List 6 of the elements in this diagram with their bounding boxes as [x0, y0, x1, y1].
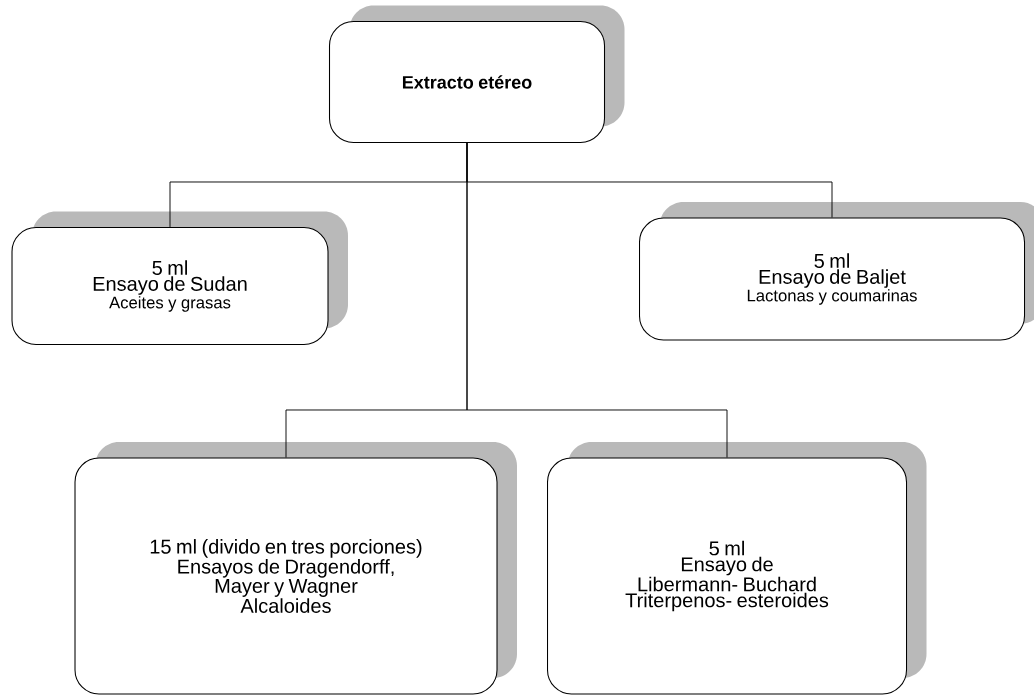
connector-line [466, 142, 728, 458]
process-box: 5 ml Ensayo de Sudan Aceites y grasas [11, 211, 348, 346]
process-box: Extracto etéreo [328, 5, 625, 144]
process-box: 15 ml (divido en tres porciones) Ensayos de Dragendorff, Mayer y Wagner Alcaloides [74, 442, 517, 695]
process-box: 5 ml Ensayo de Baljet Lactonas y coumarinas [638, 202, 1034, 341]
process-box: 5 ml Ensayo de Libermann- Buchard Triterpenos- esteroides [546, 442, 927, 695]
